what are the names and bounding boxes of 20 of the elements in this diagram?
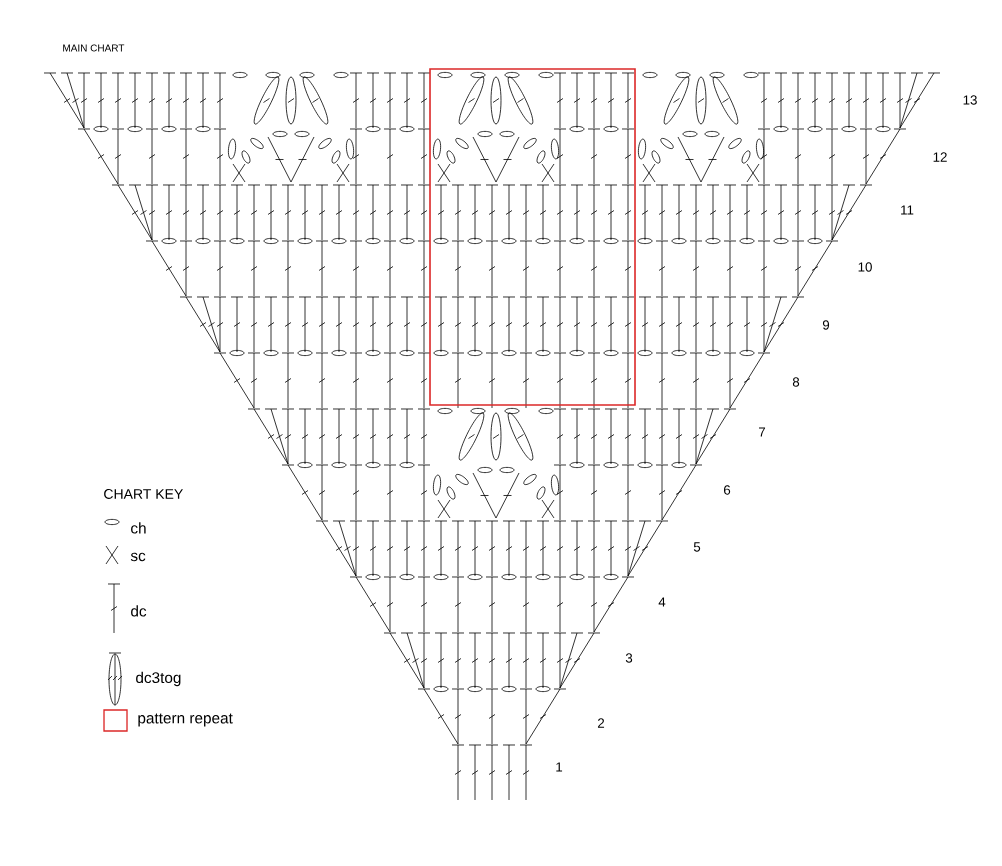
row-number: 1 [556, 762, 563, 772]
row-number: 10 [858, 262, 872, 272]
row-number: 9 [822, 320, 830, 330]
legend-text: ch [131, 522, 146, 534]
row-number: 4 [658, 597, 666, 607]
row-number: 3 [625, 653, 633, 663]
row-number: 11 [901, 205, 914, 215]
chart-title: MAIN CHART [63, 44, 125, 52]
row-number: 12 [933, 152, 947, 162]
key-heading: CHART KEY [104, 489, 183, 499]
row-number: 2 [597, 718, 605, 728]
row-number: 5 [693, 542, 701, 552]
legend-text: dc3tog [136, 671, 181, 687]
legend-text: pattern repeat [138, 713, 233, 727]
legend-text: dc [131, 605, 147, 617]
row-number: 13 [963, 95, 977, 105]
row-number: 6 [723, 485, 731, 495]
row-number: 7 [759, 427, 766, 437]
legend-text: sc [130, 552, 146, 562]
row-number: 8 [792, 377, 800, 387]
